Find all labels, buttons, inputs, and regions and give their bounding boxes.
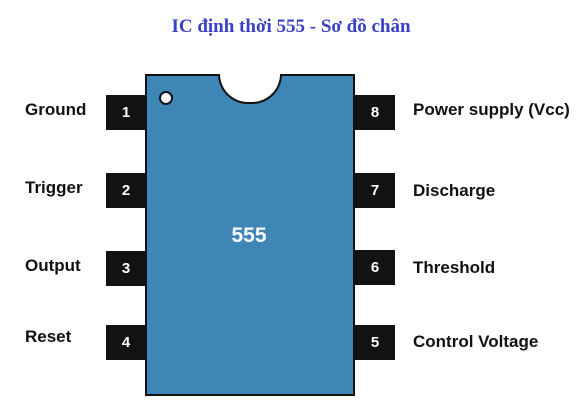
pin-1: 1 (106, 95, 146, 130)
pin-1-label: Ground (25, 100, 87, 119)
pin-7-label: Discharge (413, 181, 496, 200)
pin-8: 8 (355, 95, 395, 130)
ic-chip-body (145, 74, 355, 396)
pin-5-label: Control Voltage (413, 332, 539, 351)
diagram-title: IC định thời 555 - Sơ đồ chân (171, 16, 411, 37)
pin-3-label: Output (25, 256, 81, 275)
pin-6: 6 (355, 250, 395, 285)
pin-6-label: Threshold (413, 258, 496, 277)
pin-8-label: Power supply (Vcc) (413, 100, 570, 119)
chip-label: 555 (231, 224, 267, 247)
pin-4-label: Reset (25, 327, 72, 346)
pin-3: 3 (106, 251, 146, 286)
pin-4: 4 (106, 325, 146, 360)
pin-2: 2 (106, 173, 146, 208)
pin-7: 7 (355, 173, 395, 208)
pin-5: 5 (355, 325, 395, 360)
pin1-indicator-dot (159, 91, 173, 105)
pin-2-label: Trigger (25, 178, 83, 197)
